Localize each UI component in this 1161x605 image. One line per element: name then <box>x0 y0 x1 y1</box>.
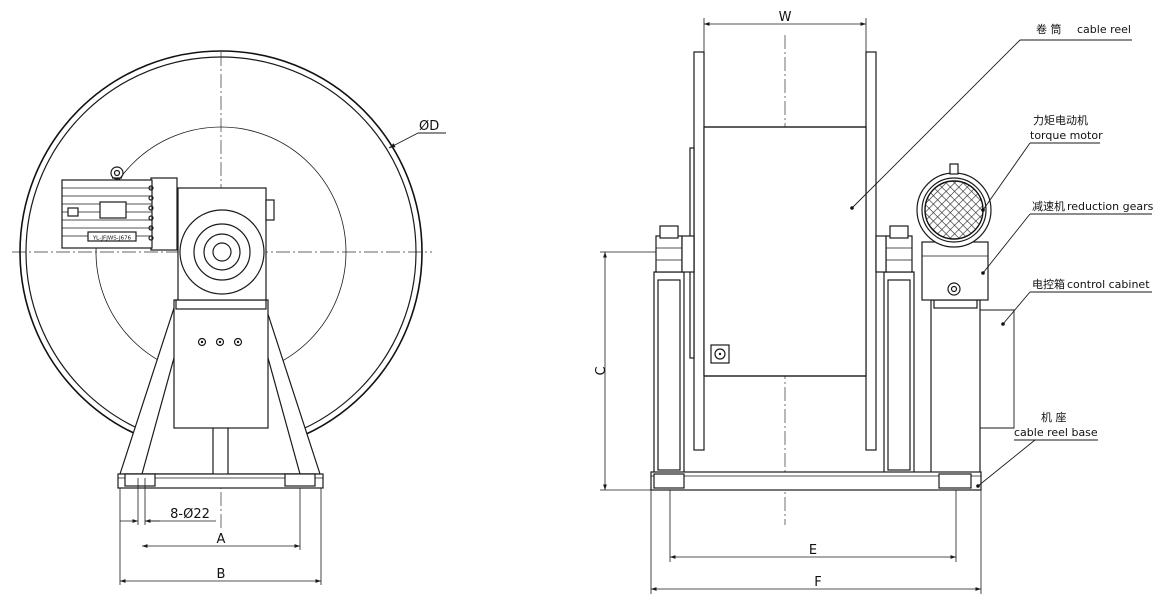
gearbox-side-boss <box>265 199 275 221</box>
reel-drum <box>703 126 867 377</box>
base-foot-right <box>284 473 316 487</box>
cabinet-lamp-1 <box>197 337 207 347</box>
dim-b-label: B <box>217 567 226 582</box>
left-bearing-cap <box>659 225 679 239</box>
dim-f-label: F <box>814 575 821 590</box>
leader-control-cabinet <box>1002 291 1031 325</box>
callout-cabinet-en: control cabinet <box>1067 278 1150 291</box>
motor-fan-grille <box>924 180 984 240</box>
side-cabinet-top <box>933 299 978 309</box>
side-foot-left <box>653 473 685 489</box>
callout-torque-motor-en: torque motor <box>1030 129 1103 142</box>
front-control-cabinet <box>173 299 269 429</box>
motor-lifting-eye <box>110 166 124 180</box>
side-control-cabinet <box>930 299 981 475</box>
cabinet-top-strip <box>175 299 267 310</box>
right-bearing <box>885 235 913 273</box>
leader-cable-reel-base <box>977 439 1036 487</box>
right-bearing-cap <box>889 225 909 239</box>
callout-reduction-en: reduction gears <box>1067 200 1154 213</box>
callout-cable-reel-en: cable reel <box>1077 23 1131 36</box>
callout-base-en: cable reel base <box>1014 426 1098 439</box>
side-base-plate <box>650 471 982 491</box>
callout-reduction-cn: 减速机 <box>1032 199 1065 213</box>
cabinet-lamp-2 <box>215 337 225 347</box>
dim-c-label: C <box>594 366 609 375</box>
dia-leader <box>388 132 419 149</box>
gear-flange-inner <box>203 233 241 271</box>
side-view: W <box>594 10 1152 594</box>
cabinet-lamp-3 <box>233 337 243 347</box>
dim-a-label: A <box>217 532 226 547</box>
callout-torque-motor-cn: 力矩电动机 <box>1033 113 1088 127</box>
motor-coupling-flange <box>150 177 178 251</box>
front-gearbox <box>177 187 267 301</box>
right-shaft-collar <box>875 235 887 273</box>
base-foot-left <box>124 473 156 487</box>
gearbox-drain-plug <box>947 282 961 296</box>
motor-nameplate-text: YL-JFJWS-J676 <box>92 236 132 242</box>
hole-label: 8-Ø22 <box>170 507 210 522</box>
motor-nameplate <box>87 231 137 242</box>
callout-cabinet-cn: 电控箱 <box>1032 277 1065 291</box>
side-gearbox <box>921 241 989 301</box>
dim-e-label: E <box>809 543 817 558</box>
side-foot-right <box>938 473 972 489</box>
motor-terminal-box <box>99 201 127 219</box>
gear-flange-outer <box>179 209 265 295</box>
left-pedestal-inner <box>657 279 681 471</box>
motor-label-plate <box>67 207 79 217</box>
cabinet-bracket <box>980 309 1015 429</box>
left-bearing <box>655 235 683 273</box>
dia-label: ØD <box>419 119 439 134</box>
gear-shaft <box>212 242 232 262</box>
leader-cable-reel <box>851 39 1021 209</box>
side-motor-eye <box>949 163 959 175</box>
left-shaft-collar <box>681 235 695 273</box>
front-base-plate <box>117 473 324 489</box>
front-view: YL-JFJWS-J676 ØD 8-Ø22 A B <box>12 50 446 585</box>
callouts: 卷 筒 cable reel 力矩电动机 torque motor 减速机 re… <box>1014 22 1154 439</box>
gear-flange-middle <box>193 223 251 281</box>
right-pedestal-inner <box>887 279 911 471</box>
callout-base-cn: 机 座 <box>1041 410 1067 424</box>
dim-w-label: W <box>779 10 792 25</box>
leader-torque-motor <box>982 142 1031 211</box>
callout-cable-reel-cn: 卷 筒 <box>1036 22 1062 36</box>
reel-flange-right <box>865 51 877 451</box>
reel-flange-left <box>693 51 705 451</box>
leader-reduction-gears <box>982 213 1031 274</box>
